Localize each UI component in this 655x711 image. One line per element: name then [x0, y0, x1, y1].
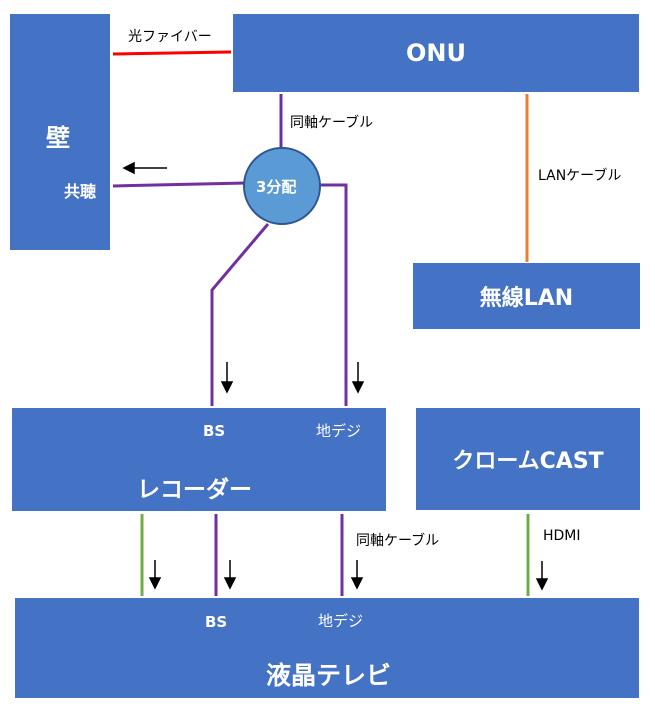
down-arrow-icon — [535, 561, 549, 591]
tv-box — [15, 598, 639, 698]
recorder-bs-label: BS — [203, 422, 226, 440]
tv-terrestrial-label: 地デジ — [318, 612, 364, 630]
onu-label: ONU — [406, 39, 466, 67]
wall-box — [10, 14, 110, 250]
chromecast-box: クロームCAST — [416, 408, 640, 510]
coax-bottom-label: 同軸ケーブル — [356, 533, 440, 549]
splitter-circle — [243, 147, 321, 225]
wireless-lan-box: 無線LAN — [413, 263, 640, 329]
chromecast-label: クロームCAST — [452, 449, 604, 474]
wireless-lan-label: 無線LAN — [479, 286, 574, 311]
splitter-label: 3分配 — [256, 178, 297, 196]
onu-box: ONU — [233, 14, 639, 92]
coax-top-label: 同軸ケーブル — [290, 115, 374, 131]
down-arrow-icon — [220, 362, 234, 394]
wall-port-label: 共聴 — [64, 182, 97, 201]
down-arrow-icon — [350, 560, 364, 590]
coax-splitter-wall-line — [112, 181, 247, 188]
coax-splitter-bs-line — [210, 223, 270, 406]
lan-cable-label: LANケーブル — [538, 168, 622, 184]
coax-splitter-terrestrial-line — [316, 183, 348, 406]
recorder-box — [12, 408, 386, 511]
down-arrow-icon — [351, 362, 365, 394]
optical-fiber-label: 光ファイバー — [128, 29, 212, 45]
down-arrow-icon — [148, 560, 162, 590]
tv-bs-label: BS — [205, 613, 228, 631]
hdmi-label: HDMI — [543, 528, 581, 544]
left-arrow-icon — [122, 161, 167, 175]
down-arrow-icon — [223, 560, 237, 590]
recorder-label: レコーダー — [137, 477, 252, 503]
recorder-terrestrial-label: 地デジ — [316, 422, 362, 440]
tv-label: 液晶テレビ — [266, 661, 392, 690]
wall-label: 壁 — [46, 124, 70, 152]
optical-fiber-line — [112, 50, 232, 56]
